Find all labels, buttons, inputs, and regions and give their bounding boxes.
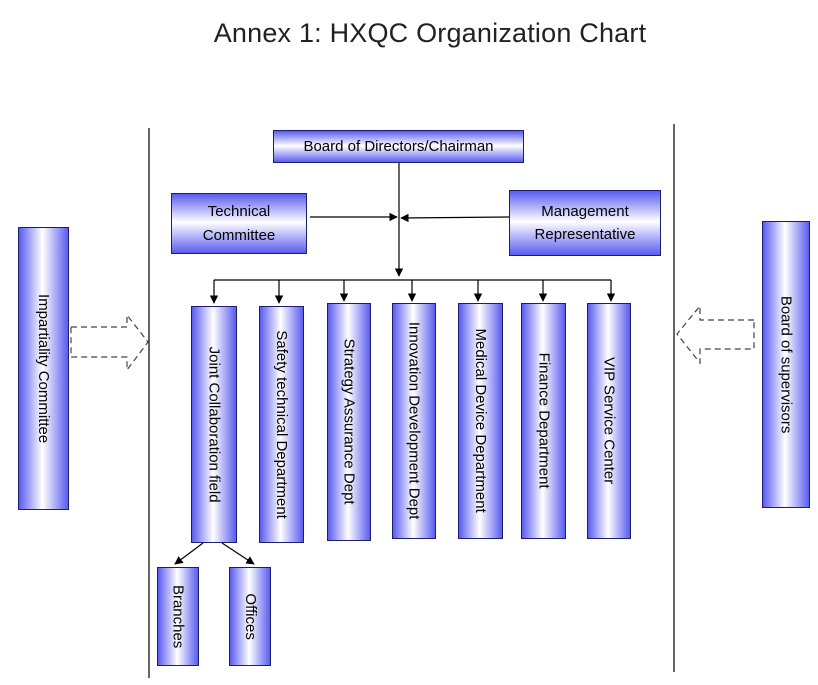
department-label: Innovation Development Dept [405,322,423,520]
technical-committee-box: Technical Committee [171,193,307,254]
management-representative-line-1: Management [541,202,629,220]
management-representative-line-2: Representative [534,226,636,243]
offices-box: Offices [229,567,271,666]
board-of-supervisors-box: Board of supervisors [762,221,810,508]
department-label: VIP Service Center [600,357,618,485]
offices-label: Offices [241,593,259,640]
department-innovation-development: Innovation Development Dept [392,303,436,539]
department-joint-collaboration: Joint Collaboration field [191,306,237,543]
board-of-directors-box: Board of Directors/Chairman [273,130,524,163]
department-safety-technical: Safety technical Department [259,306,304,543]
branches-label: Branches [169,584,187,649]
management-connector [400,213,510,223]
department-finance: Finance Department [521,303,566,539]
supervisors-arrow [676,304,755,365]
board-of-supervisors-label: Board of supervisors [777,295,795,434]
department-label: Finance Department [535,353,553,489]
department-medical-device: Medical Device Department [458,303,503,539]
page-title: Annex 1: HXQC Organization Chart [213,18,647,48]
branches-box: Branches [157,567,199,666]
technical-committee-line-2: Committee [202,226,276,244]
branch-line-branches [174,542,204,565]
department-strategy-assurance: Strategy Assurance Dept [327,303,371,541]
department-label: Strategy Assurance Dept [340,339,358,505]
department-label: Joint Collaboration field [205,346,223,503]
department-label: Safety technical Department [273,330,291,519]
impartiality-committee-box: Impartiality Committee [18,227,69,510]
department-vip-service-center: VIP Service Center [587,303,631,539]
department-label: Medical Device Department [472,328,490,514]
management-representative-box: Management Representative [509,190,661,256]
board-of-directors-label: Board of Directors/Chairman [303,137,494,155]
impartiality-arrow [70,313,149,372]
impartiality-committee-label: Impartiality Committee [35,293,53,444]
technical-committee-line-1: Technical [207,203,271,221]
branch-line-offices [221,542,255,565]
